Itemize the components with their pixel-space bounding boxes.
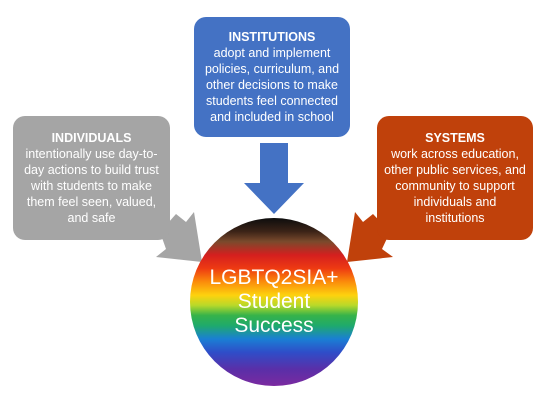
individuals-title: INDIVIDUALS xyxy=(51,131,132,145)
systems-box: SYSTEMS work across education, other pub… xyxy=(377,116,533,240)
institutions-title: INSTITUTIONS xyxy=(228,30,316,44)
institutions-line: and included in school xyxy=(210,110,334,124)
individuals-box: INDIVIDUALS intentionally use day-to- da… xyxy=(13,116,170,240)
center-line: Student xyxy=(237,290,311,313)
institutions-box: INSTITUTIONS adopt and implement policie… xyxy=(194,17,350,137)
institutions-line: policies, curriculum, and xyxy=(204,62,340,76)
center-line: LGBTQ2SIA+ xyxy=(209,266,339,289)
individuals-line: and safe xyxy=(67,211,116,225)
institutions-line: other decisions to make xyxy=(205,78,338,92)
systems-line: other public services, and xyxy=(384,163,526,177)
systems-title: SYSTEMS xyxy=(425,131,485,145)
institutions-line: students feel connected xyxy=(205,94,339,108)
systems-line: institutions xyxy=(425,211,485,225)
individuals-line: with students to make xyxy=(31,179,152,193)
systems-line: work across education, xyxy=(391,147,519,161)
student-success-circle: LGBTQ2SIA+ Student Success xyxy=(190,218,358,386)
individuals-line: them feel seen, valued, xyxy=(26,195,157,209)
institutions-arrow xyxy=(244,143,304,214)
center-line: Success xyxy=(234,314,314,337)
institutions-line: adopt and implement xyxy=(213,46,331,60)
individuals-line: intentionally use day-to- xyxy=(25,147,158,161)
individuals-line: day actions to build trust xyxy=(24,163,159,177)
systems-line: individuals and xyxy=(413,195,497,209)
systems-line: community to support xyxy=(395,179,515,193)
